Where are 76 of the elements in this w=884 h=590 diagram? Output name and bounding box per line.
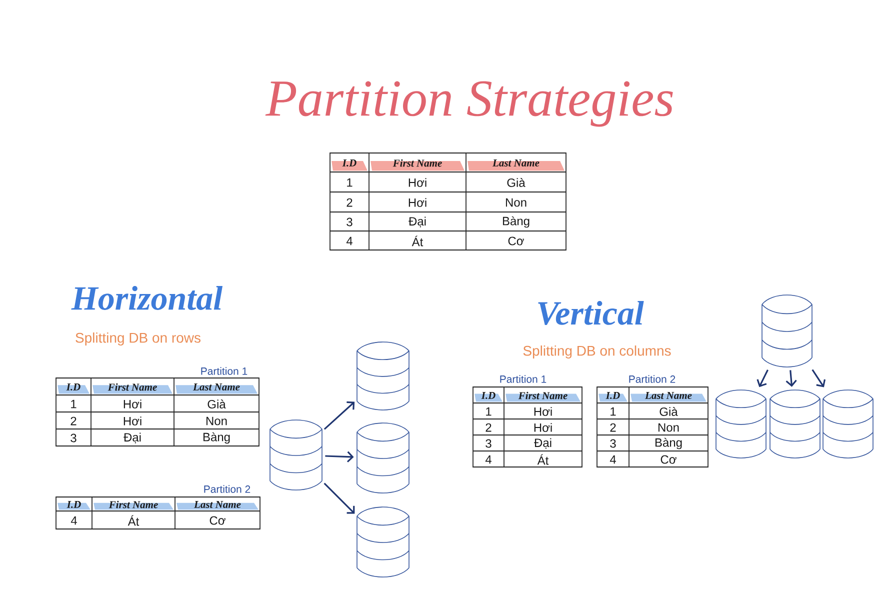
database-cylinder xyxy=(356,506,410,578)
cell-value: Hơi xyxy=(534,407,552,416)
database-cylinder xyxy=(356,342,410,410)
column-header: I.D xyxy=(58,384,90,394)
column-header: First Name xyxy=(506,392,580,402)
cell-value: 2 xyxy=(70,416,76,426)
partition-label: Partition 2 xyxy=(204,485,250,493)
cell-value: 4 xyxy=(346,236,352,246)
partition-label: Partition 1 xyxy=(201,367,248,375)
cell-value: Cơ xyxy=(210,516,226,525)
section-heading: Horizontal xyxy=(71,286,223,310)
cell-value: Át xyxy=(128,515,140,526)
cell-value: Hơi xyxy=(408,198,426,207)
arrow xyxy=(325,451,354,462)
cell-value: 3 xyxy=(346,218,352,226)
column-header: I.D xyxy=(58,501,90,510)
cell-value: Non xyxy=(506,198,526,207)
arrow xyxy=(324,482,355,514)
database-cylinder xyxy=(270,420,322,490)
cell-value: 4 xyxy=(70,516,77,525)
column-header: First Name xyxy=(94,500,174,510)
subtitle: Splitting DB on columns xyxy=(523,345,671,359)
cell-value: 3 xyxy=(486,439,492,448)
arrow xyxy=(786,370,797,387)
column-header: I.D xyxy=(474,392,502,402)
column-header: Last Name xyxy=(176,384,258,394)
cell-value: Át xyxy=(537,454,549,465)
column-header: I.D xyxy=(332,160,368,171)
cell-value: Bàng xyxy=(203,432,230,444)
cell-value: 1 xyxy=(486,407,492,416)
cell-value: 4 xyxy=(485,455,492,464)
cell-value: Già xyxy=(660,407,678,416)
title: Partition Strategies xyxy=(265,81,673,127)
partition-label: Partition 2 xyxy=(629,375,676,383)
database-cylinder xyxy=(356,422,410,494)
partition-label: Partition 1 xyxy=(500,375,546,383)
cell-value: 3 xyxy=(70,434,76,442)
column-header: I.D xyxy=(598,392,628,402)
cell-value: 2 xyxy=(610,423,616,432)
cell-value: Đại xyxy=(534,438,552,449)
arrow xyxy=(812,369,826,388)
column-header: First Name xyxy=(370,159,464,171)
database-cylinder xyxy=(762,294,812,368)
cell-value: Già xyxy=(507,178,526,187)
cell-value: Bàng xyxy=(655,438,682,450)
cell-value: 4 xyxy=(610,455,616,464)
cell-value: Non xyxy=(206,416,227,426)
cell-value: Bàng xyxy=(502,216,530,228)
cell-value: 1 xyxy=(610,407,616,416)
cell-value: Đại xyxy=(124,432,141,444)
database-cylinder xyxy=(770,390,820,458)
subtitle: Splitting DB on rows xyxy=(76,332,200,346)
cell-value: Át xyxy=(412,236,424,246)
cell-value: Hơi xyxy=(534,423,552,432)
cell-value: Hơi xyxy=(124,416,142,426)
cell-value: 2 xyxy=(346,198,352,207)
column-header: First Name xyxy=(92,383,172,394)
cell-value: Già xyxy=(208,400,226,408)
section-heading: Vertical xyxy=(538,300,644,326)
cell-value: Cơ xyxy=(508,236,524,246)
cell-value: 2 xyxy=(486,423,492,432)
cell-value: Đại xyxy=(408,216,426,228)
arrow xyxy=(324,401,355,430)
database-cylinder xyxy=(822,390,874,458)
column-header: Last Name xyxy=(176,501,258,510)
cell-value: 3 xyxy=(610,439,616,448)
column-header: Last Name xyxy=(630,392,706,402)
cell-value: Non xyxy=(658,423,679,432)
cell-value: Hơi xyxy=(408,178,426,187)
column-header: Last Name xyxy=(468,160,564,171)
cell-value: 1 xyxy=(347,178,352,187)
cell-value: 1 xyxy=(71,400,76,408)
cell-value: Hơi xyxy=(124,400,142,408)
database-cylinder xyxy=(716,390,766,458)
arrow xyxy=(756,370,768,388)
cell-value: Cơ xyxy=(660,455,676,464)
